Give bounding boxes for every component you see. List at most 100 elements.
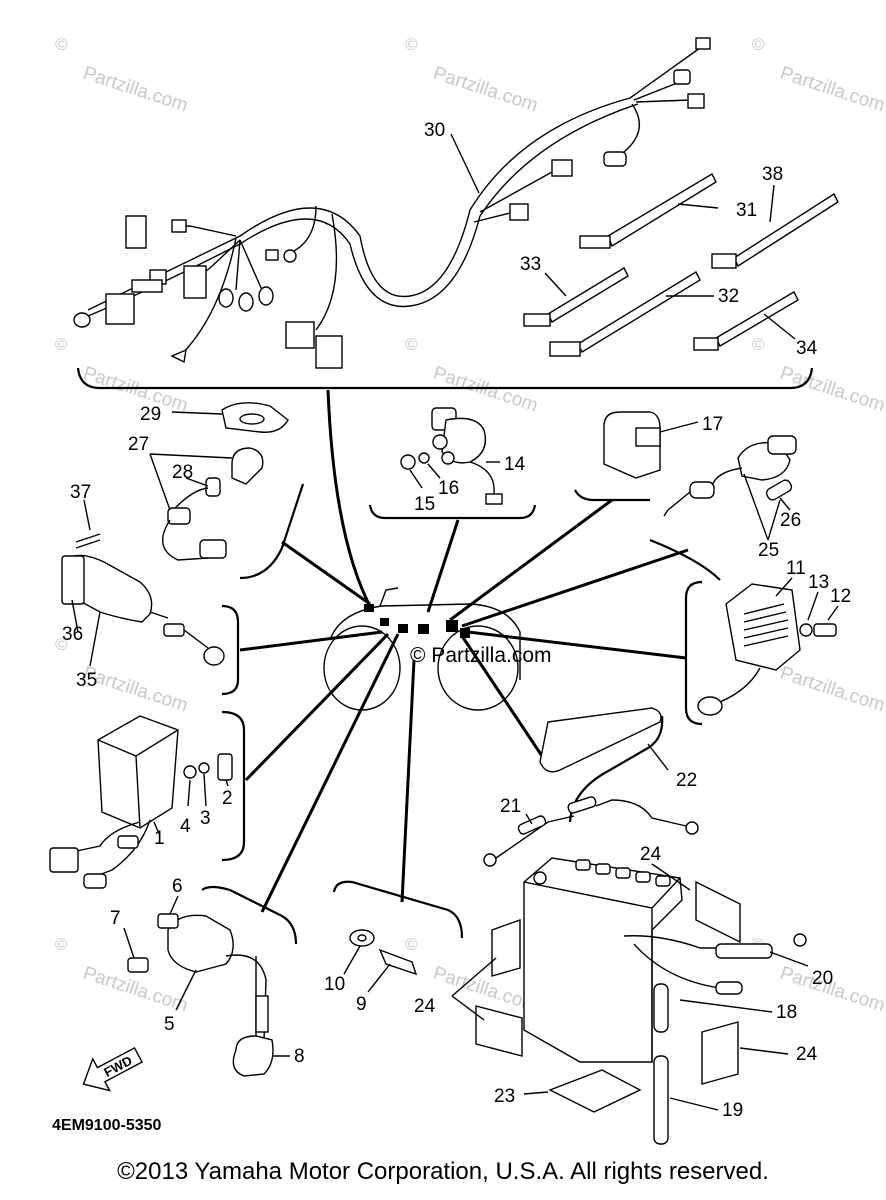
handlebar	[379, 587, 399, 607]
relay-wire	[469, 461, 495, 495]
callout-10: 10	[324, 974, 345, 995]
callout-leader-37	[83, 499, 91, 531]
callout-leader-27	[149, 453, 171, 511]
callout-leader-10	[343, 945, 361, 975]
watermark: ©	[752, 35, 765, 54]
harness-lead	[479, 171, 553, 213]
plug-cap-27	[231, 447, 264, 485]
cdi-connector	[117, 835, 139, 849]
pad-24	[701, 1021, 739, 1085]
bullet-connector	[73, 312, 91, 328]
harness-lead	[635, 99, 691, 103]
battery-terminal	[533, 871, 547, 885]
connector	[170, 348, 187, 364]
leader-sensor	[400, 659, 416, 903]
nut-15	[400, 454, 416, 470]
plug-cap-8	[232, 1035, 274, 1077]
callout-leader-29	[171, 411, 223, 415]
cable-ties	[523, 173, 839, 357]
callout-23: 23	[494, 1086, 515, 1107]
callout-27: 27	[128, 434, 149, 455]
component-marker	[398, 624, 408, 633]
battery-band-22	[539, 707, 662, 773]
component-marker	[380, 618, 389, 626]
diagram-code: 4EM9100-5350	[52, 1117, 162, 1134]
rectifier-fins	[743, 603, 789, 647]
callout-8: 8	[294, 1046, 305, 1067]
watermark: ©	[752, 335, 765, 354]
callout-leader-7	[123, 927, 135, 959]
bolt-2	[217, 753, 233, 781]
rectifier-group	[697, 577, 839, 716]
callout-1: 1	[154, 828, 165, 849]
harness-lead	[235, 239, 241, 291]
callout-35: 35	[76, 670, 97, 691]
callout-28: 28	[172, 462, 193, 483]
battery-cap	[575, 859, 591, 871]
callout-leader-12	[827, 605, 839, 621]
callout-4: 4	[180, 816, 191, 837]
callout-24: 24	[414, 996, 436, 1017]
rectifier-plug	[697, 696, 723, 716]
component-marker	[460, 628, 470, 638]
callout-25: 25	[758, 540, 779, 561]
callout-leader-25	[767, 499, 781, 541]
starter-relay-group	[400, 407, 503, 505]
battery-lead	[595, 799, 687, 827]
ring-terminal	[685, 821, 699, 835]
watermark: Partzilla.com	[80, 63, 190, 117]
component-marker	[446, 620, 458, 632]
battery-lead-20	[623, 935, 760, 949]
harness-bracket	[76, 367, 814, 390]
switch-label-37	[75, 539, 101, 549]
callout-leader-21	[525, 813, 533, 825]
watermark: Partzilla.com	[777, 363, 886, 417]
harness-main-a	[87, 97, 631, 311]
switch-wire	[149, 611, 169, 619]
leader-relay17	[449, 498, 613, 622]
watermark: ©	[405, 935, 418, 954]
battery-lead-21	[495, 815, 575, 859]
harness-lead	[291, 205, 317, 253]
gasket-hole	[357, 934, 367, 942]
callout-3: 3	[200, 808, 211, 829]
lead-sleeve	[517, 815, 547, 835]
callout-leader-15	[409, 469, 423, 489]
rectifier-bracket	[684, 580, 703, 726]
cable-tie-head	[711, 253, 737, 269]
cable-tie-head	[549, 341, 581, 357]
leader-harness	[326, 389, 374, 611]
callout-leader-24	[651, 863, 691, 891]
washer-13	[799, 623, 813, 637]
component-marker	[418, 624, 429, 634]
coil-lead	[225, 954, 267, 1041]
harness-lead	[179, 237, 237, 357]
fuse-wire	[663, 491, 691, 517]
cable-tie-31	[607, 173, 717, 248]
callout-leader-3	[203, 773, 207, 807]
fuse-holder-bracket	[649, 538, 721, 581]
washer-16	[418, 452, 430, 464]
battery-cap	[615, 867, 631, 879]
harness-lead	[180, 225, 237, 237]
cdi-connector	[83, 873, 107, 889]
relay-17-bracket	[574, 489, 650, 502]
callout-31: 31	[736, 200, 757, 221]
cable-tie-33	[547, 267, 629, 323]
callout-leader-22	[647, 743, 669, 771]
wire-harness	[73, 37, 711, 369]
ring-terminal	[283, 249, 297, 263]
callout-2: 2	[222, 788, 233, 809]
callout-29: 29	[140, 404, 161, 425]
cable-tie-head	[523, 313, 551, 327]
bolt-6	[157, 913, 179, 929]
harness-lead	[473, 211, 515, 223]
harness-lead	[623, 103, 641, 153]
callout-leader-23	[523, 1091, 549, 1095]
relay-bracket	[368, 504, 537, 520]
cable-tie-head	[693, 337, 719, 351]
watermark: ©	[405, 335, 418, 354]
connector	[673, 69, 691, 85]
fwd-label: FWD	[101, 1053, 134, 1080]
bolt-7	[127, 957, 149, 973]
